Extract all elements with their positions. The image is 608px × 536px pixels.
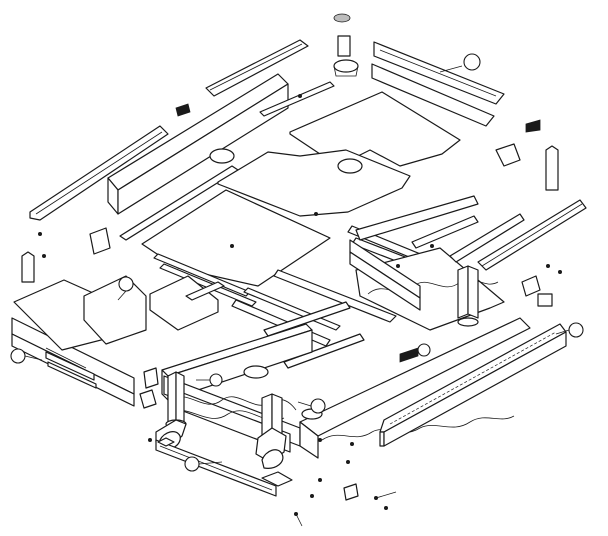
side-rail-left bbox=[29, 125, 169, 221]
spring-clip-top-left bbox=[175, 103, 191, 117]
front-leg-center bbox=[457, 265, 479, 327]
leg-post-left-standing bbox=[21, 251, 35, 283]
spring-clip-right bbox=[525, 119, 541, 133]
pocket-bracket-right-lower bbox=[521, 275, 541, 297]
center-cross-supports bbox=[263, 195, 479, 369]
far-right-apron bbox=[379, 323, 567, 447]
hanger-bracket-left bbox=[89, 227, 111, 255]
right-frame-assembly bbox=[299, 317, 531, 459]
pocket-cup-top bbox=[333, 59, 359, 77]
leg-post-right-standing bbox=[545, 145, 559, 191]
corner-bolt-box bbox=[537, 293, 553, 307]
rod-right-long bbox=[449, 213, 525, 263]
floor-stringer bbox=[155, 439, 277, 497]
leg-base-right bbox=[255, 427, 287, 469]
bracket-assembly bbox=[149, 275, 225, 331]
back-rail-left bbox=[107, 73, 289, 215]
slate-upper-right bbox=[289, 91, 461, 167]
pocket-bracket-right-upper bbox=[495, 143, 521, 167]
screw-fasteners bbox=[38, 94, 562, 527]
pocket-cup-front bbox=[243, 365, 269, 379]
small-bracket-bottom bbox=[343, 483, 359, 501]
leg-socket-top bbox=[337, 35, 351, 57]
callout-bubbles bbox=[10, 53, 584, 472]
rear-left-apron bbox=[349, 239, 421, 311]
bumper-pad-top bbox=[333, 13, 351, 23]
foot-pad-left bbox=[157, 437, 175, 447]
corner-bracket-lower bbox=[139, 389, 157, 409]
pocket-cup-left bbox=[209, 148, 235, 164]
top-rail-right bbox=[373, 41, 505, 105]
corner-bracket-left bbox=[143, 367, 159, 389]
pocket-cup-center bbox=[337, 158, 363, 174]
top-rail-upper bbox=[205, 39, 309, 97]
front-apron-panel bbox=[11, 317, 135, 407]
leader-lines bbox=[24, 65, 570, 465]
back-rail-right bbox=[371, 63, 495, 127]
long-rod-top bbox=[259, 81, 335, 117]
ball-return-box bbox=[83, 275, 147, 345]
side-rail-right bbox=[477, 199, 587, 271]
foot-pad-right bbox=[261, 471, 293, 487]
